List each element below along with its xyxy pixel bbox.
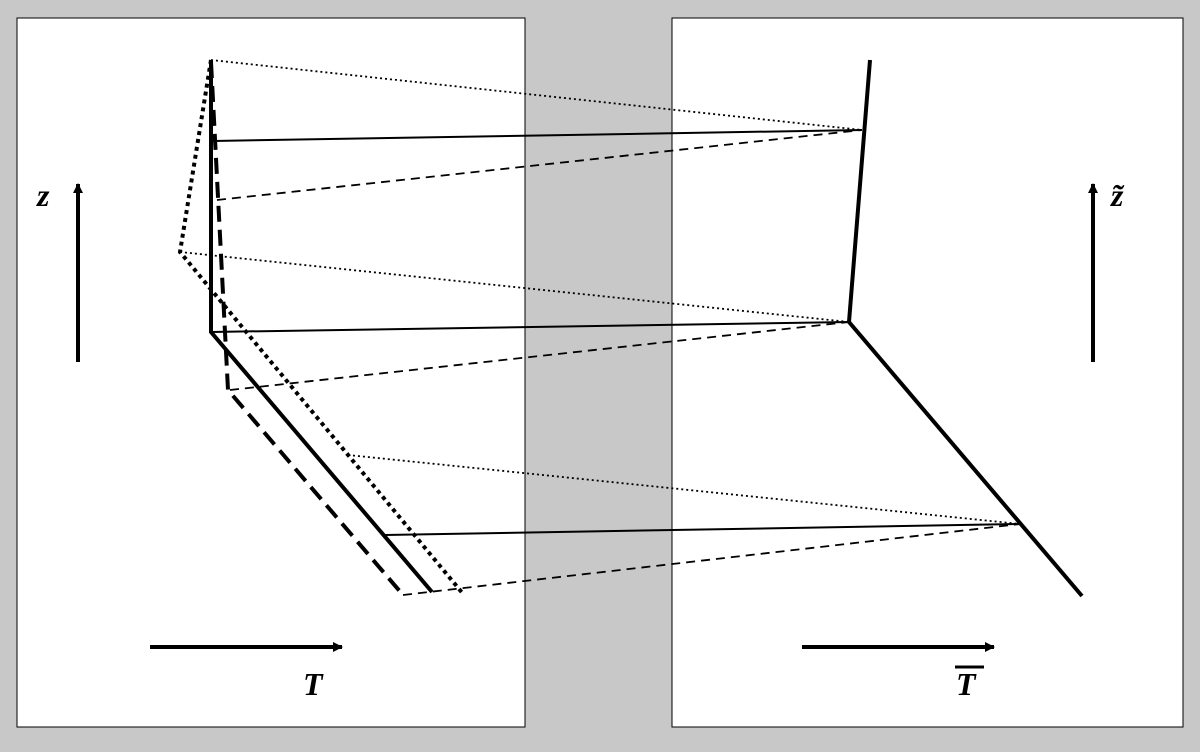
connector-dashed-middle: [229, 321, 850, 391]
left-horizontal-axis-label: T: [303, 666, 324, 702]
connector-dotted-top: [210, 59, 863, 131]
connector-dashed-upper: [216, 129, 863, 201]
connector-dotted-middle: [179, 251, 850, 323]
left-profile-dashed: [209, 61, 405, 597]
left-panel: [16, 17, 526, 728]
connector-solid-upper: [212, 129, 863, 142]
right-panel: [671, 17, 1184, 728]
connector-dashed-lower: [402, 523, 1021, 596]
left-vertical-axis-label: z: [36, 177, 50, 213]
connector-solid-middle: [210, 321, 850, 333]
connector-solid-lower: [384, 523, 1021, 536]
right-horizontal-axis-label: T: [956, 666, 977, 702]
right-vertical-axis-label: z̃: [1110, 177, 1125, 213]
